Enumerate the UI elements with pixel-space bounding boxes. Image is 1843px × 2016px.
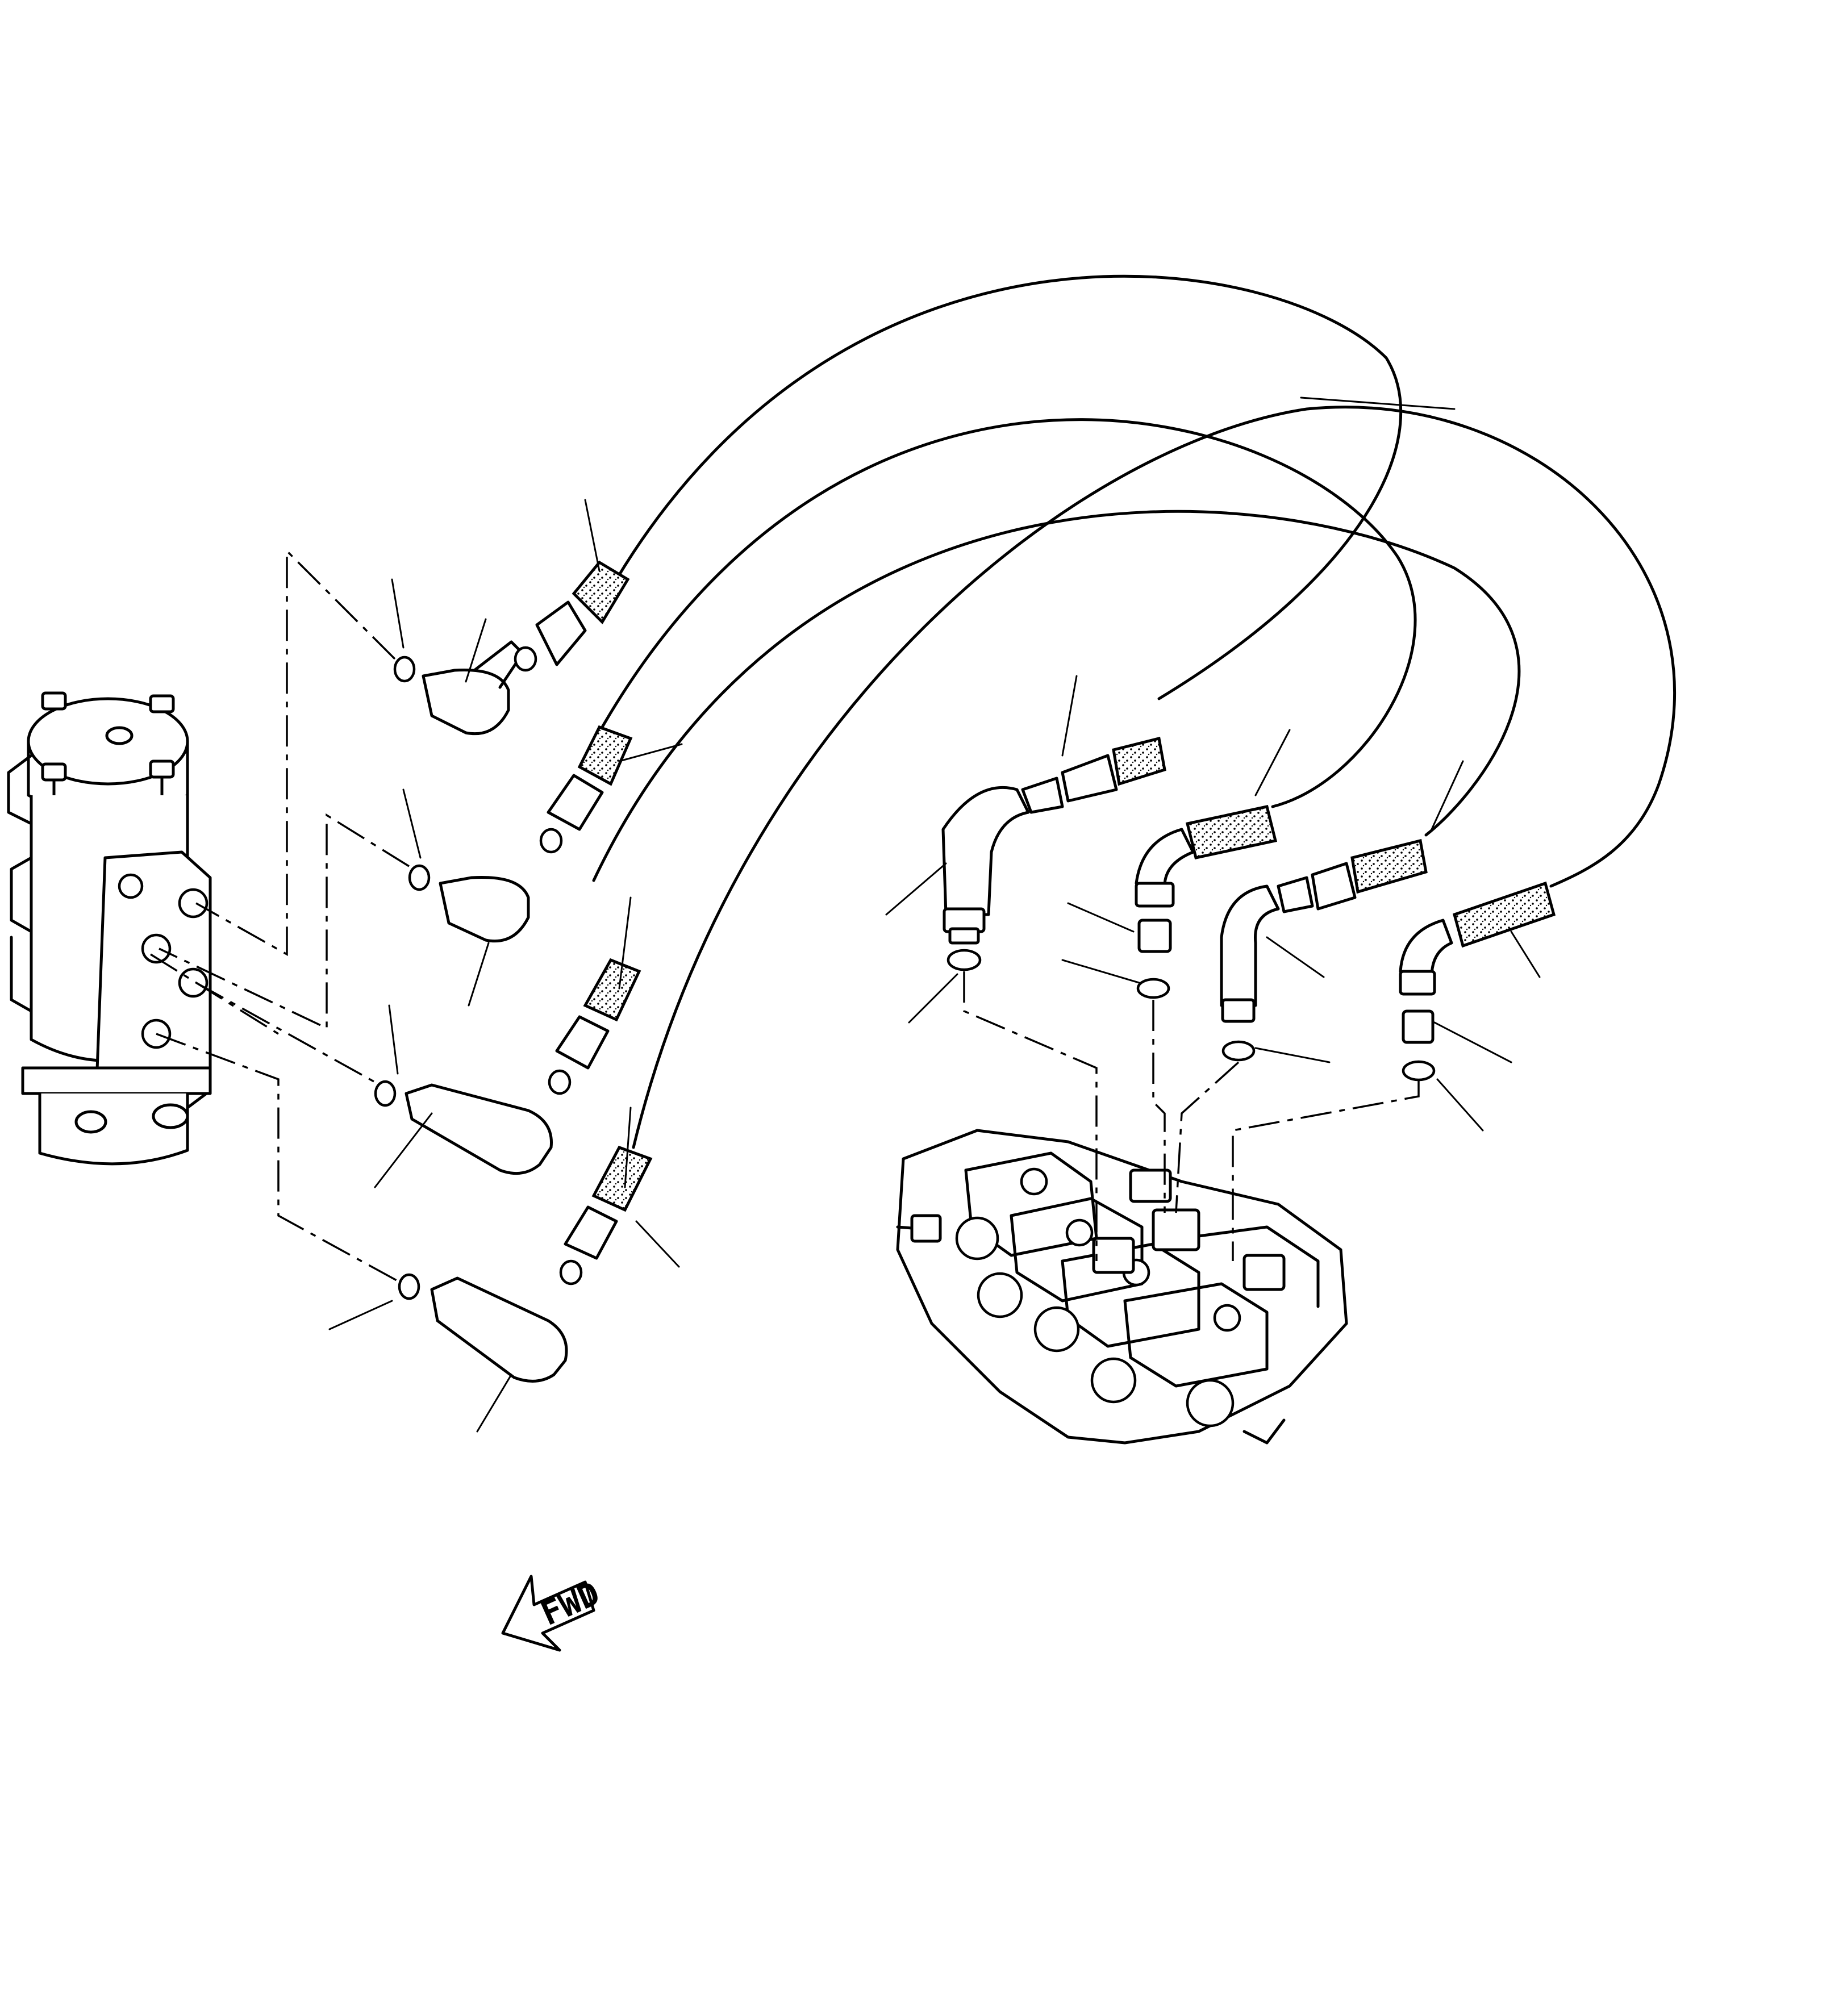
fwd-label: FWD: [535, 1573, 605, 1633]
control-valve-icon: [896, 1129, 1348, 1445]
callout-leaders: [328, 499, 1541, 1433]
left-fittings: [374, 560, 653, 1383]
hose-lines: [592, 274, 1677, 1149]
forward-arrow-icon: FWD: [501, 1573, 605, 1652]
connection-lines: [150, 548, 1420, 1282]
steering-valve-icon: [7, 691, 212, 1166]
right-fittings: [941, 736, 1556, 1082]
